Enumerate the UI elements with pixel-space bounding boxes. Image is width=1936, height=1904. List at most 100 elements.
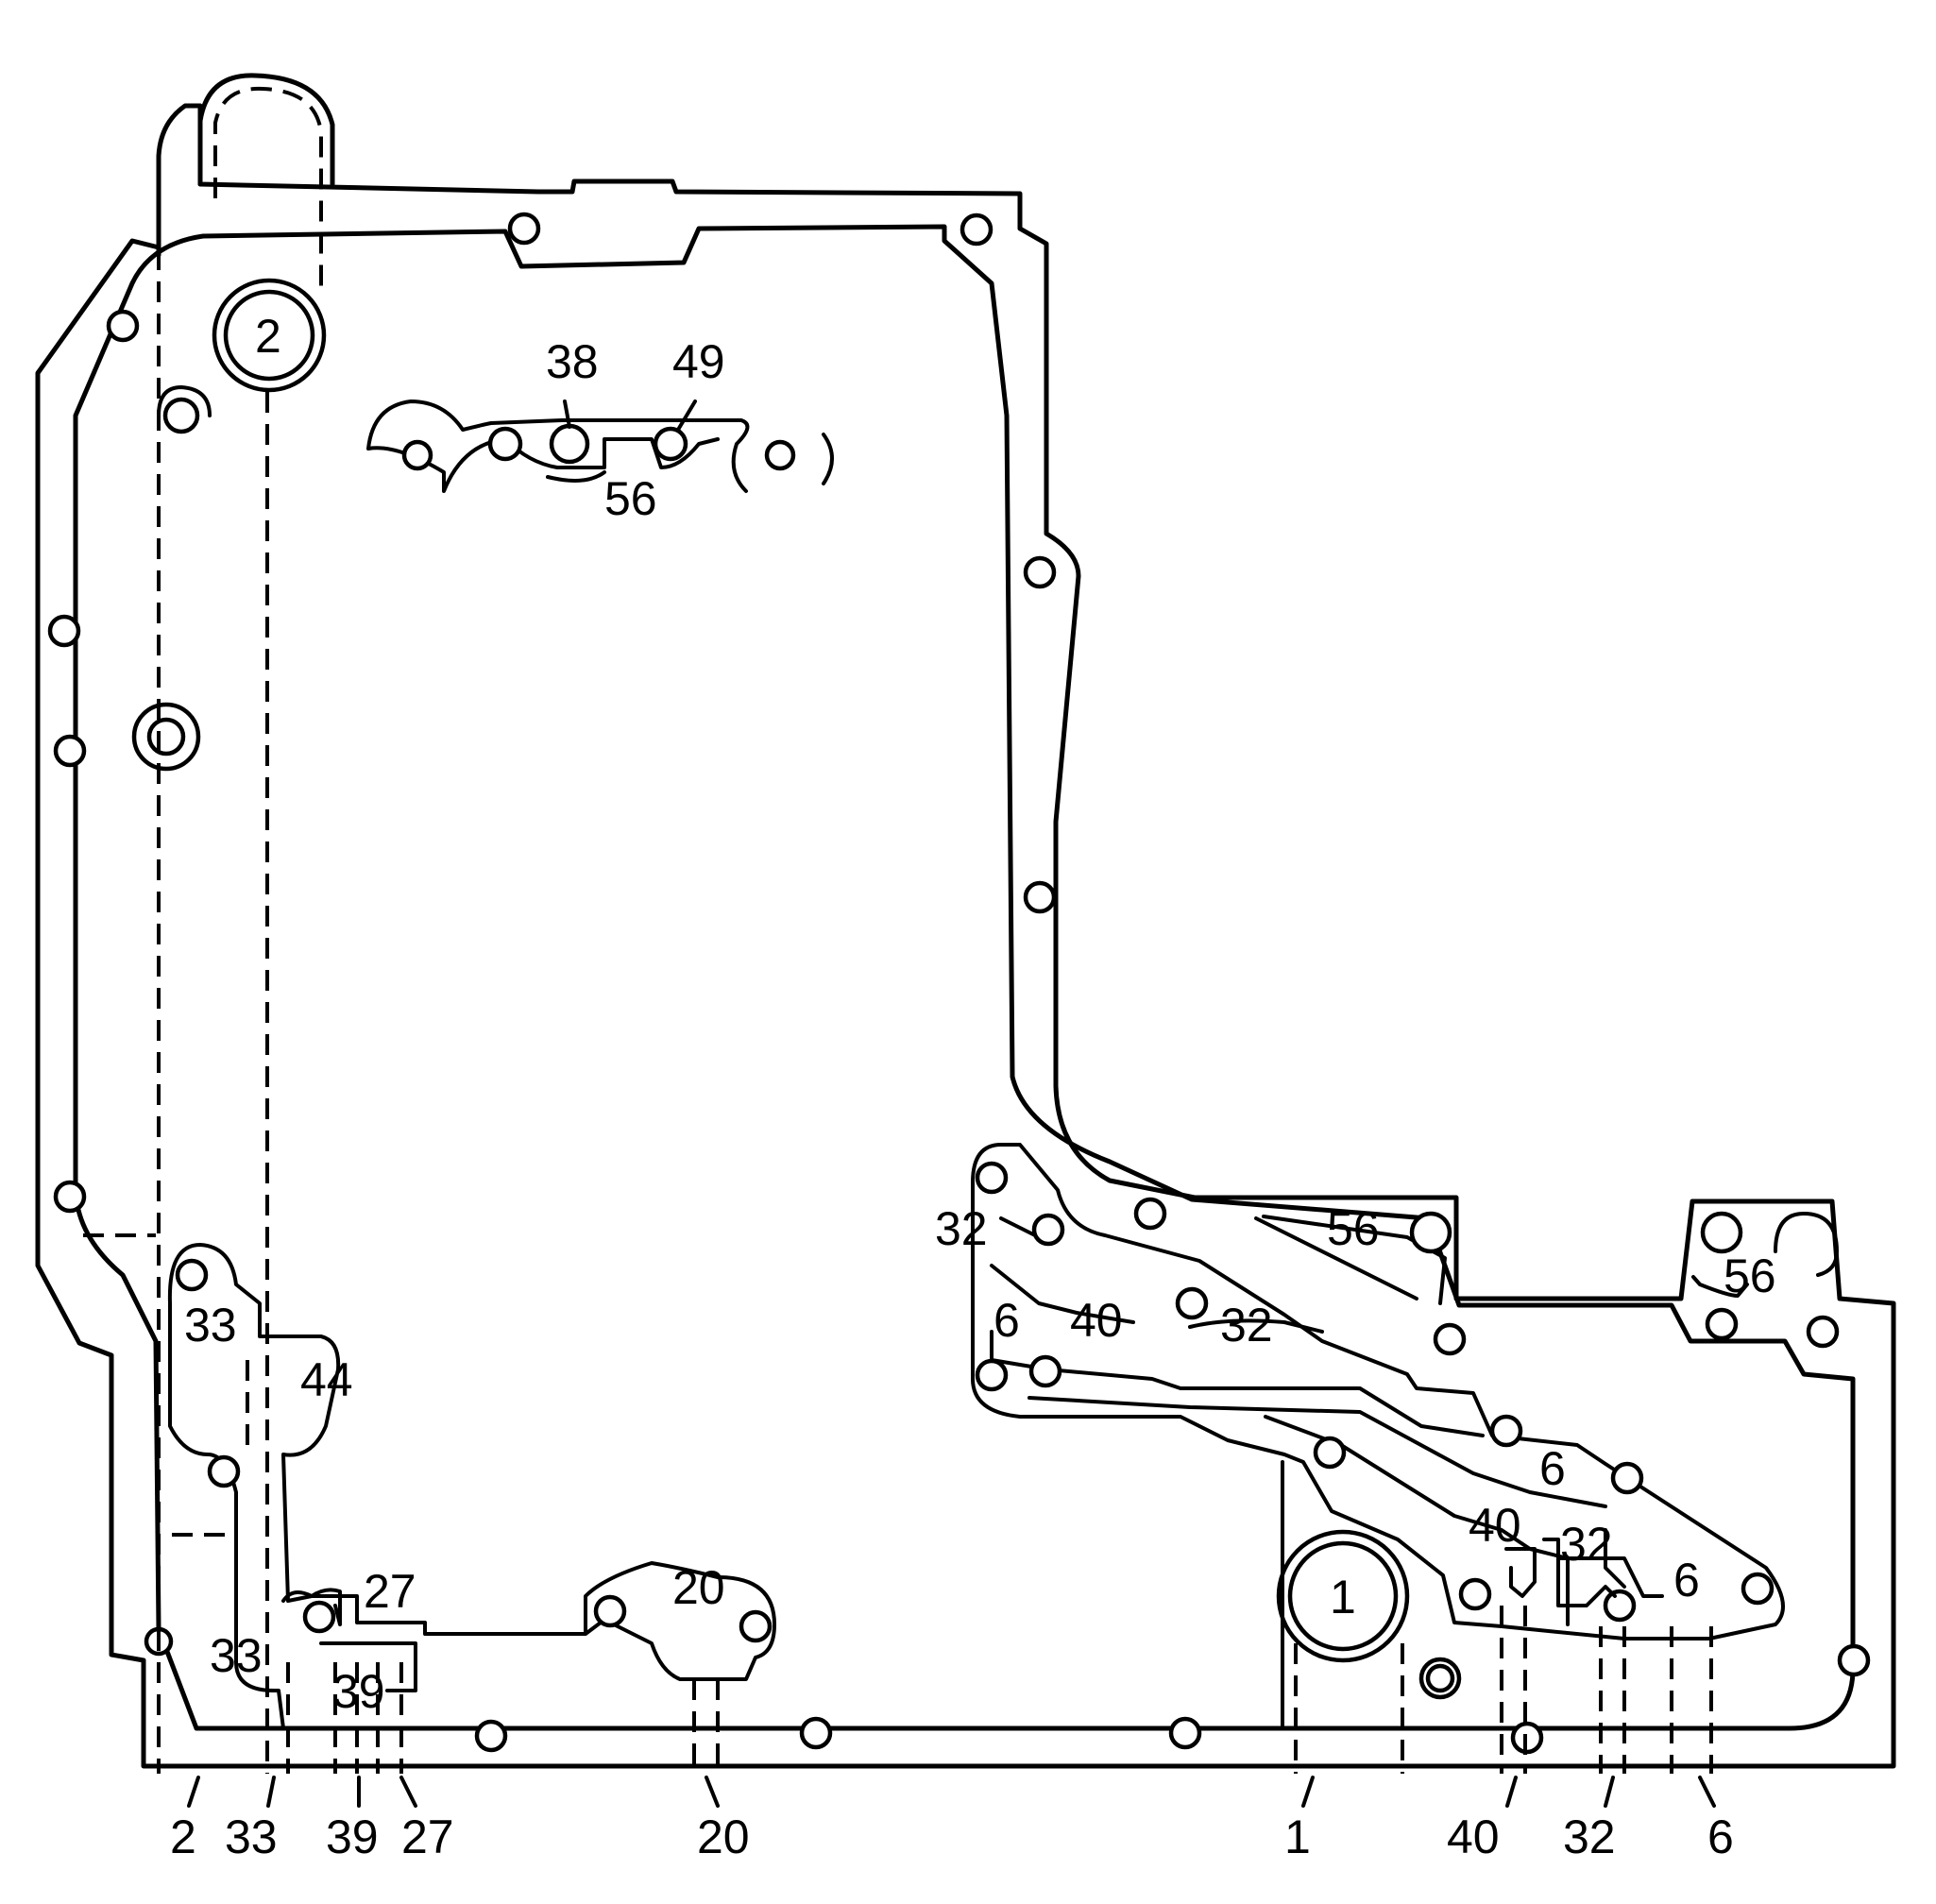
port-1-inner: [1287, 1540, 1399, 1652]
bolt-hole: [53, 734, 87, 768]
bottom-leaders: [187, 1776, 1716, 1808]
hidden-passages: [83, 217, 1713, 1774]
callout-6-right: 6: [1673, 1554, 1700, 1606]
small-boss-inner: [1425, 1663, 1455, 1693]
channel-arc: [546, 470, 606, 483]
top-protrusion: [197, 73, 335, 187]
callout-32-left: 32: [935, 1202, 988, 1255]
bolt-hole: [106, 309, 140, 343]
bottom-callout-33: 33: [225, 1810, 278, 1863]
leader-38: [563, 400, 571, 429]
bottom-callout-20: 20: [697, 1810, 750, 1863]
port-2-inner: [223, 289, 315, 382]
callout-2-circle: 2: [255, 310, 281, 363]
bolt-hole: [1023, 555, 1057, 589]
callout-56-right2: 56: [1724, 1250, 1776, 1302]
bolt-hole: [1168, 1716, 1202, 1750]
channel-hole: [1458, 1577, 1492, 1611]
callout-32-right: 32: [1560, 1518, 1613, 1571]
channel-hole: [1133, 1197, 1167, 1231]
channel-56-right: [1691, 1275, 1749, 1298]
right-channel-block: [971, 1143, 1785, 1640]
right-bottom-channels: [1504, 1528, 1626, 1607]
callout-33-lower: 33: [210, 1629, 263, 1682]
bolt-hole: [1837, 1643, 1871, 1677]
channel-hole: [1031, 1213, 1065, 1247]
channel-39: [319, 1641, 417, 1692]
gasket-outer-outline: [35, 103, 1896, 1769]
channel-hole: [739, 1609, 773, 1643]
leader-49: [676, 400, 697, 432]
inner-callouts: 38 49 56 2 1 33 44 27 20 33 39 32 6 40 3…: [184, 310, 1776, 1718]
channel-hole: [302, 1600, 336, 1634]
bolt-hole: [1806, 1315, 1840, 1349]
boss-hole: [162, 397, 200, 434]
channel-hole: [1028, 1354, 1062, 1388]
channel-arc: [1774, 1212, 1839, 1277]
channel-hole: [549, 423, 590, 465]
bottom-callout-40: 40: [1447, 1810, 1500, 1863]
channel-hole: [175, 1258, 209, 1292]
channel-hole: [1741, 1572, 1775, 1606]
channel-20-27: [281, 1561, 776, 1681]
callout-1-circle: 1: [1330, 1571, 1356, 1624]
leader: [1301, 1776, 1315, 1808]
channel-hole: [593, 1594, 627, 1628]
channel-hole: [1313, 1436, 1347, 1470]
leader: [266, 1776, 276, 1808]
channel-hole: [1603, 1589, 1637, 1623]
callout-56-top: 56: [604, 472, 657, 525]
channel-hole: [1700, 1211, 1743, 1254]
callout-38: 38: [546, 335, 599, 388]
bolt-holes: [47, 212, 1871, 1755]
channel-hole: [1409, 1211, 1452, 1254]
callout-49: 49: [672, 335, 725, 388]
bottom-callout-1: 1: [1284, 1810, 1311, 1863]
bottom-callout-27: 27: [401, 1810, 454, 1863]
bolt-hole: [474, 1719, 508, 1753]
callout-40-right: 40: [1469, 1499, 1521, 1552]
gasket-inner-outline: [73, 224, 1856, 1731]
boss-outline: [157, 385, 212, 417]
channel-hole: [653, 426, 688, 462]
channel-hole: [1489, 1414, 1523, 1448]
bolt-hole: [507, 212, 541, 246]
bolt-hole: [53, 1180, 87, 1214]
channel-hole: [1175, 1286, 1209, 1320]
leader: [1698, 1776, 1716, 1808]
channel-hole: [1433, 1322, 1467, 1356]
callout-33-upper: 33: [184, 1299, 237, 1352]
callout-6-mid: 6: [1539, 1442, 1566, 1495]
leader: [705, 1776, 720, 1808]
bolt-hole: [960, 212, 993, 246]
channel-hole: [1610, 1461, 1644, 1495]
channel-hole: [207, 1454, 241, 1488]
leader: [399, 1776, 417, 1808]
channel-hole: [1705, 1307, 1739, 1341]
callout-39: 39: [332, 1665, 385, 1718]
channel-hole: [401, 439, 433, 471]
top-protrusion-hidden: [213, 86, 323, 293]
bottom-callout-2: 2: [170, 1810, 196, 1863]
channel-hole: [764, 439, 796, 471]
callout-27: 27: [364, 1565, 416, 1618]
channel-hole: [975, 1358, 1009, 1392]
channel-hole: [975, 1161, 1009, 1195]
bolt-hole: [1023, 880, 1057, 914]
bottom-callout-32: 32: [1563, 1810, 1616, 1863]
right-channel-lines: [990, 1216, 1664, 1626]
leader: [1604, 1776, 1615, 1808]
callout-44: 44: [300, 1353, 353, 1406]
bottom-callout-39: 39: [326, 1810, 379, 1863]
callout-32-mid: 32: [1220, 1299, 1273, 1352]
bolt-hole: [799, 1716, 833, 1750]
callout-6-left: 6: [993, 1294, 1020, 1347]
bolt-hole: [47, 614, 81, 648]
bottom-callout-6: 6: [1707, 1810, 1734, 1863]
leader: [187, 1776, 200, 1808]
callout-56-right1: 56: [1327, 1202, 1380, 1255]
leader: [1505, 1776, 1518, 1808]
callout-20: 20: [672, 1561, 725, 1614]
